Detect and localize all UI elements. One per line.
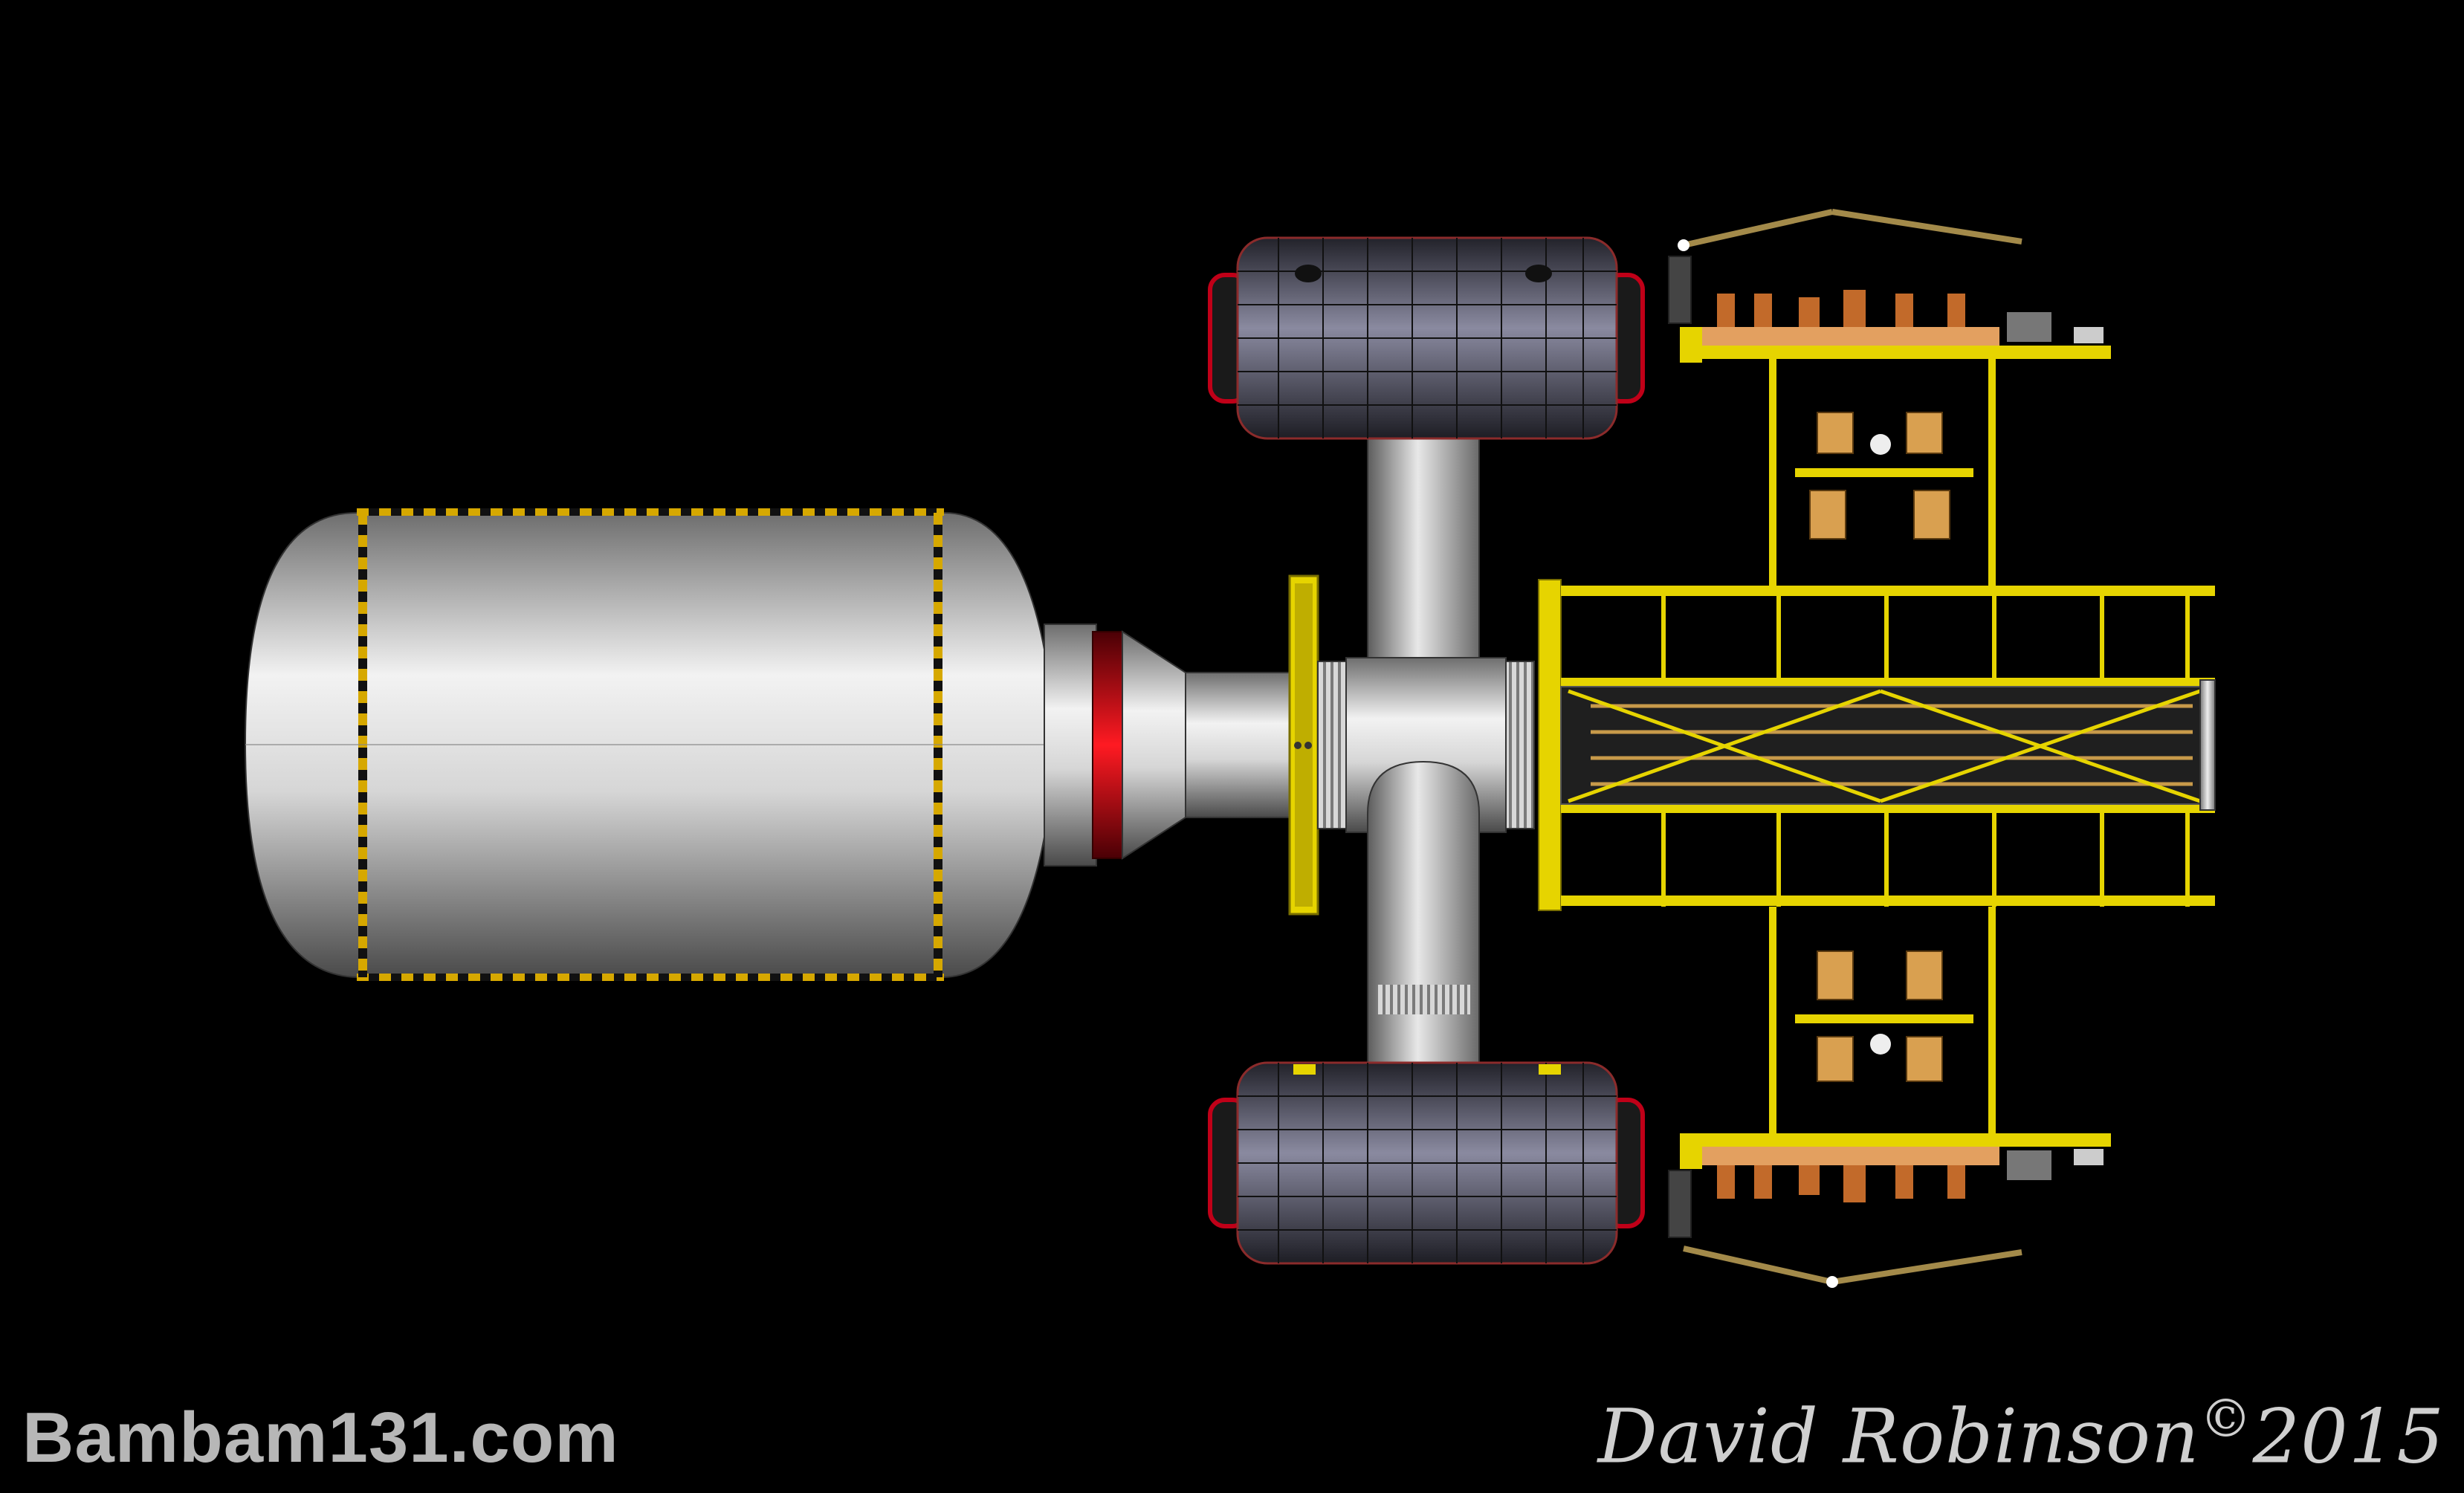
site-watermark: Bambam131.com [22, 1398, 619, 1477]
author-name: David Robinson [1597, 1393, 2200, 1480]
equipment-rack-lower [1680, 1133, 2111, 1202]
robotic-arm-lower [1668, 1170, 2022, 1288]
author-signature: David Robinson©2015 [1598, 1388, 2445, 1480]
main-tank [244, 508, 1057, 981]
docking-plate [1288, 574, 1319, 916]
habitat-module-upper [1208, 236, 1645, 440]
central-node [1317, 363, 1535, 1063]
robotic-arm-upper [1668, 209, 2022, 324]
truss-structure [1538, 349, 2216, 1137]
copyright-symbol: © [2199, 1388, 2253, 1449]
tank-adapter [1044, 624, 1290, 867]
equipment-rack-upper [1680, 290, 2111, 363]
habitat-module-lower [1208, 1061, 1645, 1265]
copyright-year: 2015 [2252, 1393, 2445, 1480]
